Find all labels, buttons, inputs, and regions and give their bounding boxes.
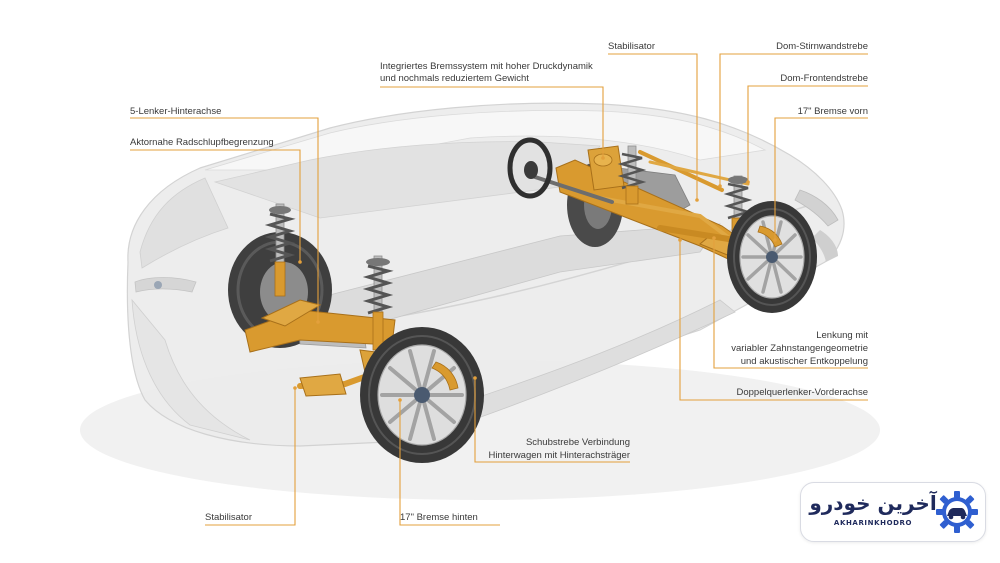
leader-rear-axle	[130, 117, 319, 322]
endpoint-thrust-strut	[473, 376, 477, 380]
callout-stabilizer-rear: Stabilisator	[205, 512, 252, 525]
car-silhouette	[947, 508, 967, 516]
endpoint-stabilizer-rear	[293, 386, 297, 390]
brand-emblem	[154, 281, 162, 289]
car-wheel-left	[948, 514, 954, 520]
callout-brake-system: Integriertes Bremssystem mit hoher Druck…	[380, 61, 593, 85]
leader-endpoints	[293, 156, 777, 402]
car-wheel-right	[960, 514, 966, 520]
leader-brake-rear	[399, 400, 500, 526]
rear-far-damper-lower	[274, 261, 286, 297]
rear-near-strut-mount	[366, 258, 390, 266]
leader-lines	[130, 53, 868, 526]
callout-line: 5-Lenker-Hinterachse	[130, 106, 222, 117]
rear-far-strut-mount	[269, 206, 291, 214]
gear-teeth	[936, 491, 978, 533]
rear-upper-arm	[260, 299, 322, 327]
callout-line: Aktornahe Radschlupfbegrenzung	[130, 137, 274, 148]
callout-line: Stabilisator	[608, 41, 655, 52]
brake-booster-unit	[587, 145, 625, 191]
callout-line: Dom-Frontendstrebe	[780, 73, 868, 84]
callout-line: Lenkung mit	[816, 330, 868, 341]
rear-window	[139, 177, 229, 269]
leader-steering	[713, 238, 868, 369]
callout-line: 17" Bremse vorn	[797, 106, 868, 117]
headlight	[794, 189, 839, 227]
callout-front-axle: Doppelquerlenker-Vorderachse	[737, 387, 869, 400]
endpoint-steering	[712, 236, 716, 240]
callout-wheel-slip: Aktornahe Radschlupfbegrenzung	[130, 137, 274, 150]
site-logo-watermark: آخرین خودرو AKHARINKHODRO	[800, 482, 986, 542]
leader-brake-front	[774, 117, 868, 240]
steering-wheel-hub	[524, 161, 538, 179]
leader-stabilizer-front	[608, 53, 698, 200]
endpoint-front-axle	[678, 238, 682, 242]
logo-text-fa: آخرین خودرو	[809, 491, 937, 515]
taillight	[134, 277, 197, 293]
callout-front-strut: Dom-Frontendstrebe	[780, 73, 868, 86]
endpoint-brake-system	[601, 156, 605, 160]
front-near-strut-mount	[728, 176, 748, 184]
callout-line: und nochmals reduziertem Gewicht	[380, 73, 529, 84]
callout-line: Doppelquerlenker-Vorderachse	[736, 387, 869, 398]
rear-near-spring-coil	[362, 264, 394, 315]
leader-front-axle	[679, 240, 868, 401]
endpoint-wheel-slip	[298, 260, 302, 264]
steering-wheel	[507, 137, 553, 199]
callout-line: Schubstrebe Verbindung	[525, 437, 630, 448]
callout-steering: Lenkung mit variabler Zahnstangengeometr…	[731, 329, 868, 368]
rear-bumper	[131, 298, 251, 441]
callout-stabilizer-front: Stabilisator	[608, 41, 655, 54]
logo-wordmark: آخرین خودرو AKHARINKHODRO	[809, 489, 937, 529]
callout-line: Stabilisator	[205, 512, 252, 523]
front-near-hub-cap	[766, 251, 778, 263]
endpoint-firewall-strut	[718, 184, 722, 188]
front-grille	[812, 230, 838, 262]
rear-lower-arm	[299, 373, 347, 397]
leader-brake-system	[380, 86, 604, 158]
endpoint-stabilizer-front	[695, 198, 699, 202]
leader-firewall-strut	[719, 53, 868, 186]
callout-brake-rear: 17" Bremse hinten	[400, 512, 478, 525]
front-near-tire-sidewall	[733, 208, 811, 306]
leader-front-strut	[747, 85, 868, 182]
endpoint-rear-axle	[316, 320, 320, 324]
endpoint-brake-rear	[398, 398, 402, 402]
steering-rack	[657, 225, 738, 243]
endpoint-front-strut	[746, 180, 750, 184]
callout-line: Integriertes Bremssystem mit hoher Druck…	[380, 61, 593, 72]
firewall-strut-bar	[638, 150, 724, 192]
logo-text-en: AKHARINKHODRO	[833, 519, 913, 527]
endpoint-brake-front	[773, 238, 777, 242]
callout-line: Dom-Stirnwandstrebe	[776, 41, 868, 52]
gear-car-icon	[936, 491, 978, 533]
callout-firewall-strut: Dom-Stirnwandstrebe	[776, 41, 868, 54]
callout-rear-axle: 5-Lenker-Hinterachse	[130, 106, 221, 119]
rear-brake-caliper	[431, 361, 459, 391]
rear-far-spring-coil	[264, 212, 296, 263]
rocker-panel	[469, 299, 736, 419]
callout-brake-front: 17" Bremse vorn	[798, 106, 868, 119]
leader-stabilizer-rear	[205, 388, 296, 526]
callout-line: variabler Zahnstangengeometrie	[731, 343, 868, 354]
leader-thrust-strut	[474, 378, 630, 463]
front-far-spring-coil	[617, 152, 647, 190]
side-windows	[213, 141, 601, 219]
steering-column	[530, 174, 614, 204]
front-brake-caliper	[757, 225, 783, 248]
front-far-strut-tower	[625, 185, 639, 205]
leader-wheel-slip	[130, 149, 301, 262]
rear-near-hub-cap	[414, 387, 430, 403]
rear-near-rim-spokes	[380, 349, 464, 441]
callout-thrust-strut: Schubstrebe Verbindung Hinterwagen mit H…	[488, 436, 630, 462]
callout-line: 17" Bremse hinten	[400, 512, 478, 523]
callout-line: und akustischer Entkoppelung	[740, 356, 868, 367]
callout-line: Hinterwagen mit Hinterachsträger	[488, 450, 630, 461]
